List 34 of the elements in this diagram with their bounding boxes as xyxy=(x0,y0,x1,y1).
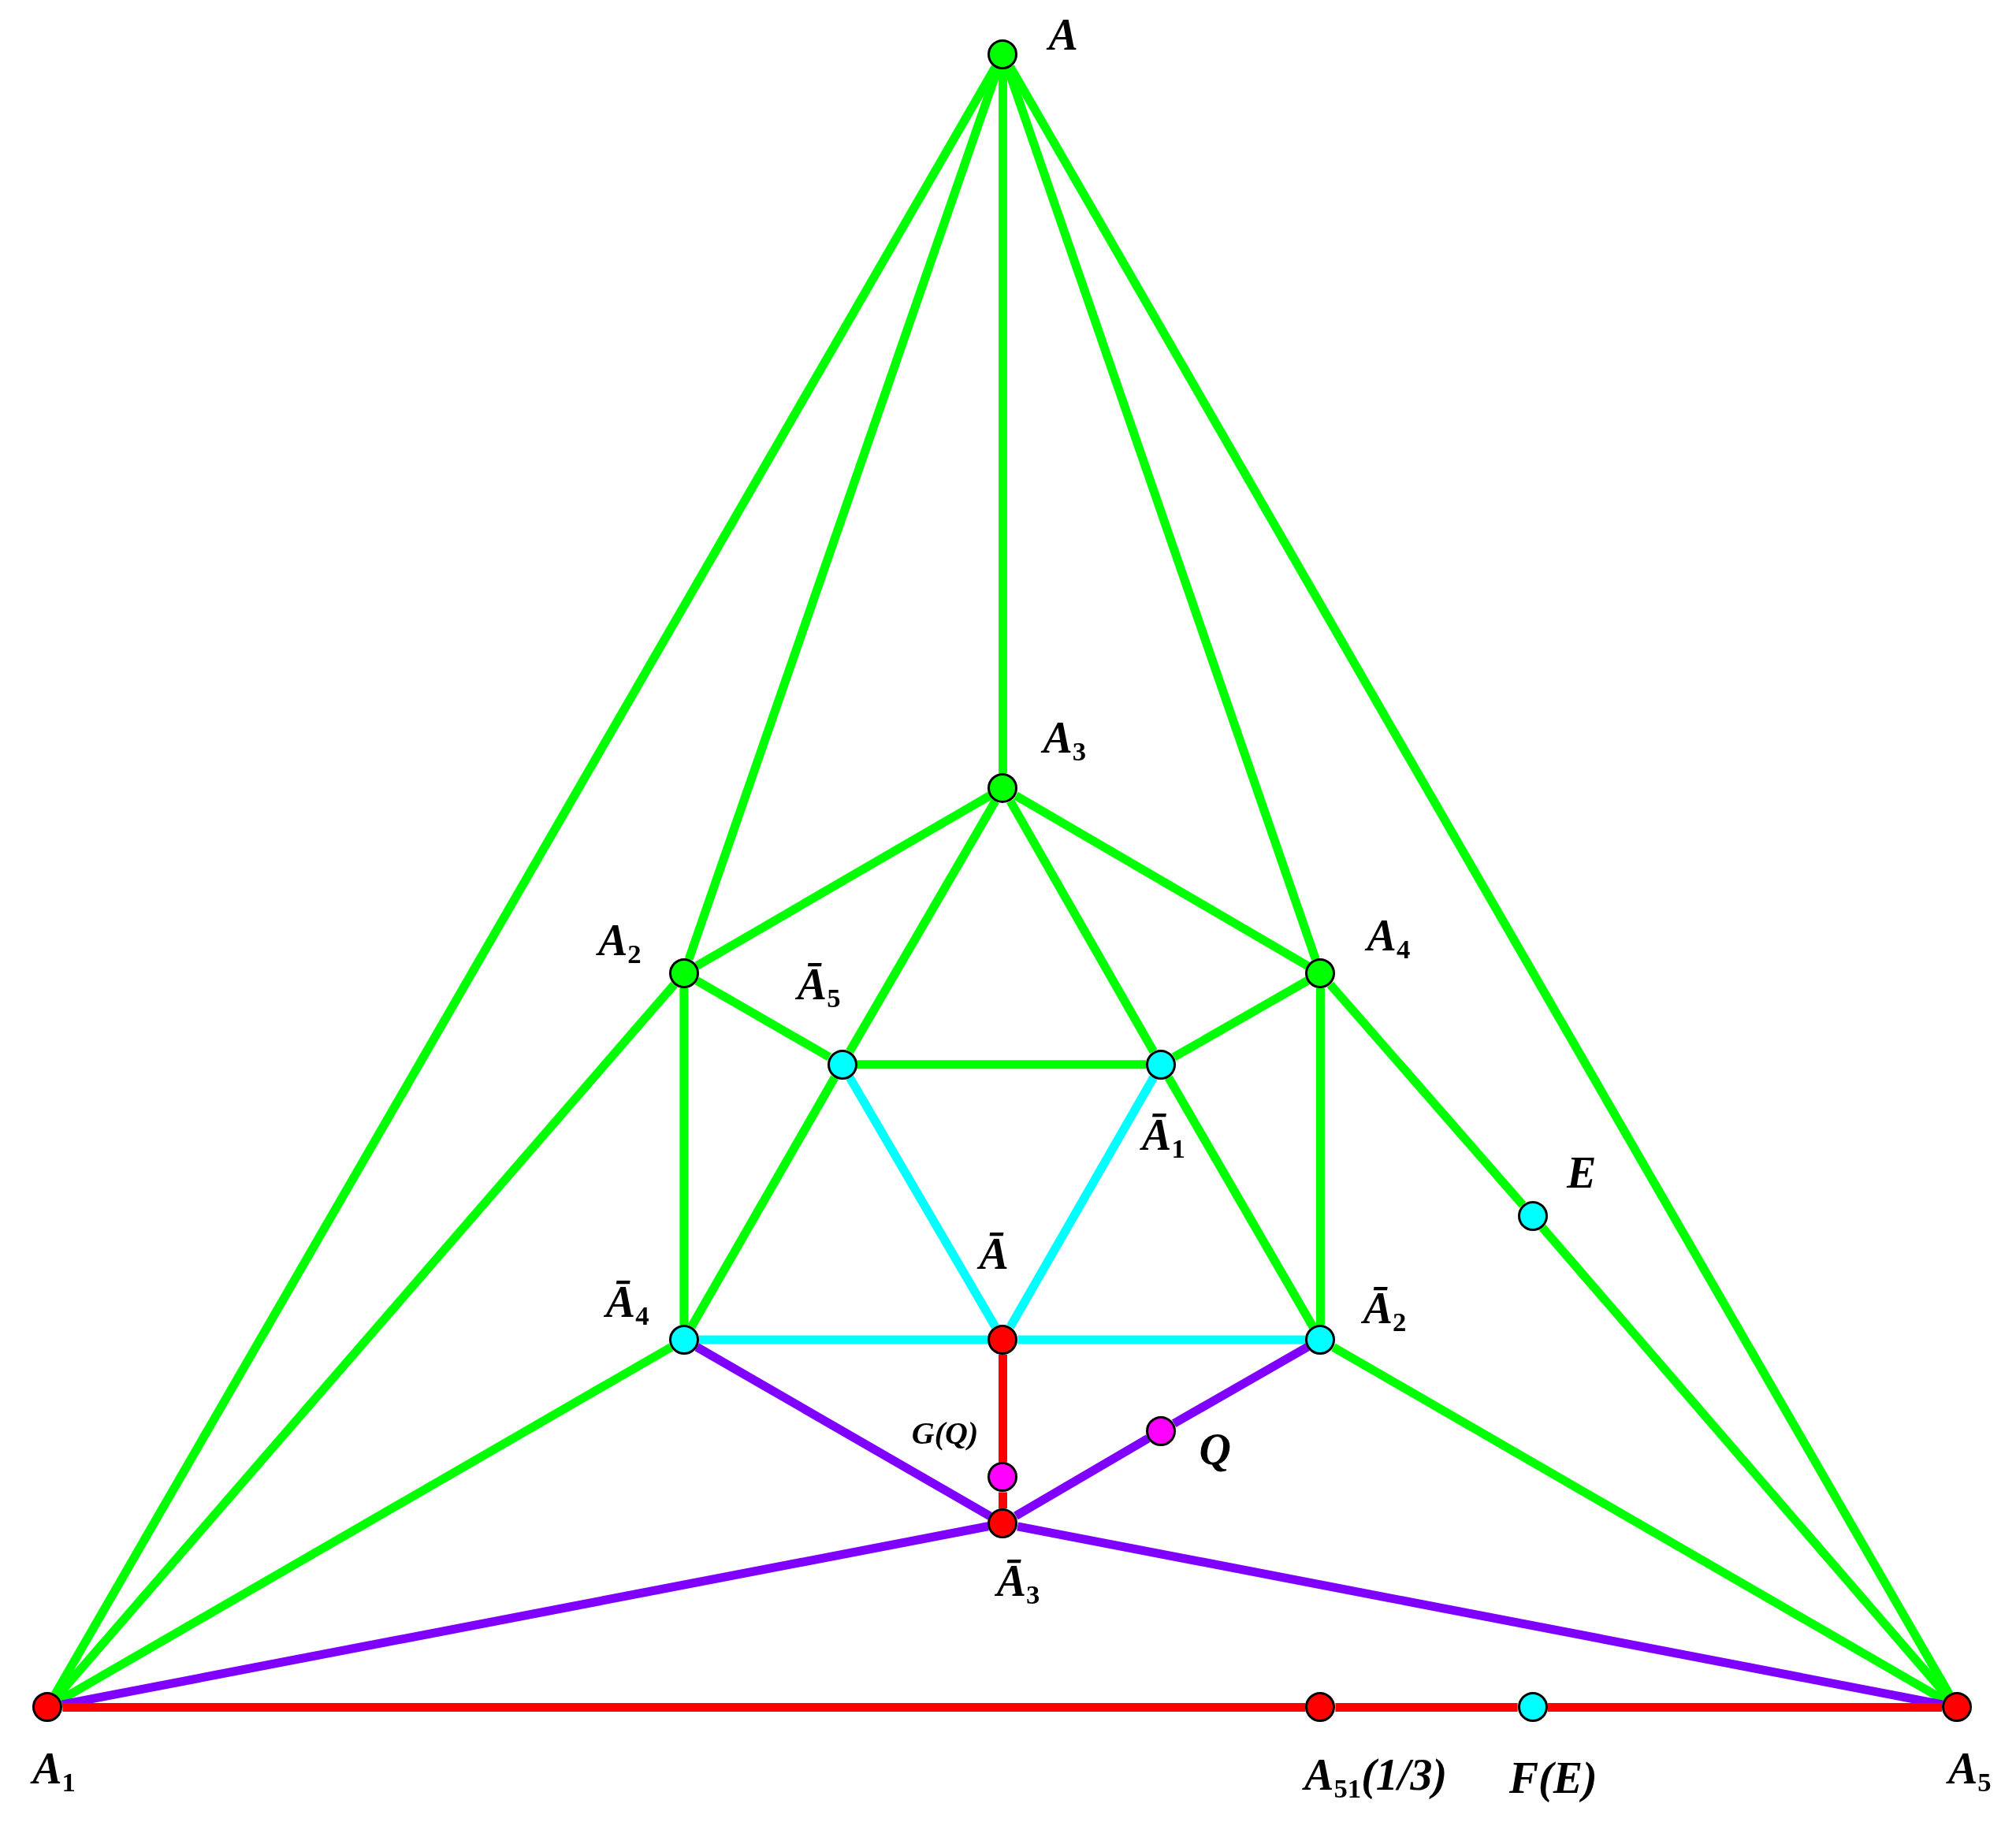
point-label: Q xyxy=(1199,1426,1231,1471)
line-segment xyxy=(1335,1702,1518,1712)
point-label: E xyxy=(1566,1150,1597,1195)
point-label: G(Q) xyxy=(911,1418,979,1449)
line-segment xyxy=(846,1075,999,1329)
point-label: Ā$_{3}$ xyxy=(996,1558,1040,1609)
line-segment xyxy=(846,798,999,1054)
point-label: Ā$_{5}$ xyxy=(797,961,841,1013)
line-segment xyxy=(1006,1075,1158,1329)
line-segment xyxy=(998,1354,1007,1463)
line-segment xyxy=(998,1492,1007,1509)
line-segment xyxy=(694,791,992,970)
point-label: A$_{2}$ xyxy=(597,918,642,969)
line-segment xyxy=(857,1060,1147,1069)
line-segment xyxy=(679,987,689,1325)
line-segment xyxy=(1547,1702,1942,1712)
point-label: Ā$_{4}$ xyxy=(605,1279,649,1330)
line-segment xyxy=(1326,981,1527,1208)
line-segment xyxy=(998,69,1007,774)
point-label: Ā$_{2}$ xyxy=(1363,1285,1407,1337)
line-segment xyxy=(1014,791,1310,970)
line-segment xyxy=(1017,1335,1306,1344)
line-segment xyxy=(62,1702,1306,1712)
line-segment xyxy=(1006,798,1158,1054)
line-segment xyxy=(1164,1075,1317,1329)
line-segment xyxy=(1315,987,1325,1325)
line-segment xyxy=(687,1075,839,1329)
line-segment xyxy=(694,976,831,1062)
line-segment xyxy=(698,1335,988,1344)
line-segment xyxy=(1171,976,1310,1062)
line-segment xyxy=(694,1343,992,1520)
point-label: A$_{5}$ xyxy=(1947,1746,1992,1798)
point-label: F(E) xyxy=(1508,1756,1598,1801)
line-segment xyxy=(1014,1434,1151,1520)
